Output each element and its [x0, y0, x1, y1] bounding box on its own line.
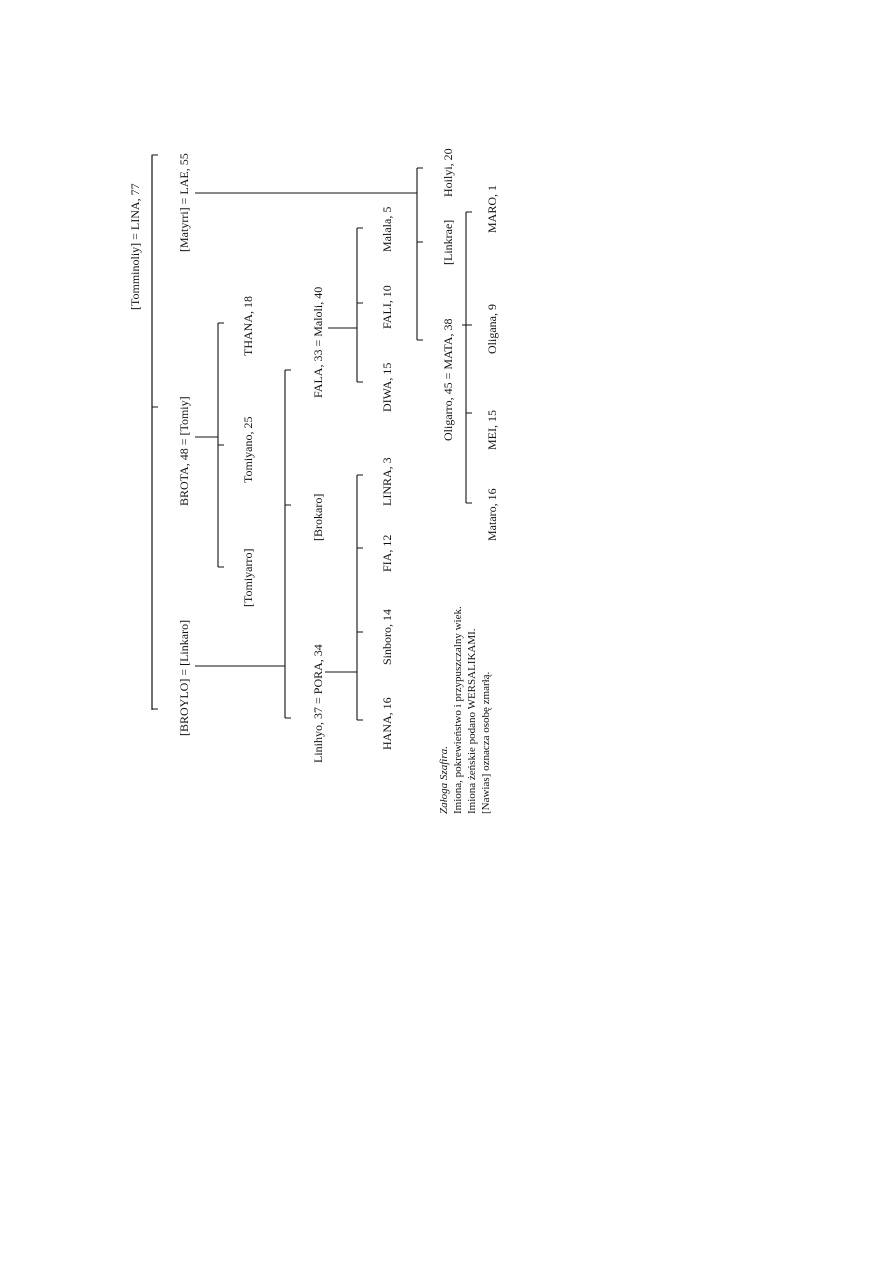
person-brota-couple: BROTA, 48 = [Tomiy] — [177, 396, 191, 506]
person-oligana: Oligana, 9 — [485, 304, 499, 354]
person-brokaro: [Brokaro] — [311, 494, 325, 541]
connector-fala-children — [328, 227, 363, 383]
connector-linihyo-children — [325, 474, 363, 721]
connector-matyrri-children — [195, 167, 423, 341]
person-tomiyarro: [Tomiyarro] — [241, 549, 255, 607]
legend-line-female: Imiona żeńskie podano WERSALIKAMI. — [466, 628, 478, 814]
connector-gen1 — [151, 154, 158, 710]
person-mataro: Mataro, 16 — [485, 488, 499, 541]
legend-title: Załoga Szafira. — [438, 746, 450, 814]
tree-connectors — [151, 154, 472, 721]
person-linkrae: [Linkrae] — [441, 220, 455, 265]
person-tomiyano: Tomiyano, 25 — [241, 417, 255, 484]
person-gen1-couple: [Tomminoliy] = LINA, 77 — [128, 183, 142, 310]
person-maro: MARO, 1 — [485, 185, 499, 233]
person-diwa: DIWA, 15 — [380, 363, 394, 412]
person-malala: Malala, 5 — [380, 207, 394, 252]
legend-line-names: Imiona, pokrewieństwo i przypuszczalny w… — [452, 606, 464, 814]
connector-brota-children — [195, 322, 224, 568]
person-thana: THANA, 18 — [241, 296, 255, 356]
legend-line-brackets: [Nawias] oznacza osobę zmarłą. — [480, 671, 492, 814]
person-broylo-couple: [BROYLO] = [Linkaro] — [177, 620, 191, 736]
person-matyrri-couple: [Matyrri] = LAE, 55 — [177, 153, 191, 252]
person-fia: FIA, 12 — [380, 535, 394, 572]
person-mei: MEI, 15 — [485, 410, 499, 450]
legend: Załoga Szafira. Imiona, pokrewieństwo i … — [438, 606, 492, 814]
person-oligarro-couple: Oligarro, 45 = MATA, 38 — [441, 319, 455, 441]
person-fali: FALI, 10 — [380, 285, 394, 329]
connector-oligarro-children — [462, 211, 472, 504]
connector-broylo-children — [195, 369, 291, 719]
tree-labels: [Tomminoliy] = LINA, 77 [BROYLO] = [Link… — [128, 148, 499, 763]
person-linihyo-couple: Linihyo, 37 = PORA, 34 — [311, 644, 325, 763]
person-fala-couple: FALA, 33 = Maloli, 40 — [311, 287, 325, 398]
person-sinboro: Sinboro, 14 — [380, 609, 394, 665]
person-hoilyi: Hoilyi, 20 — [441, 148, 455, 197]
person-hana: HANA, 16 — [380, 697, 394, 750]
person-linra: LINRA, 3 — [380, 457, 394, 506]
